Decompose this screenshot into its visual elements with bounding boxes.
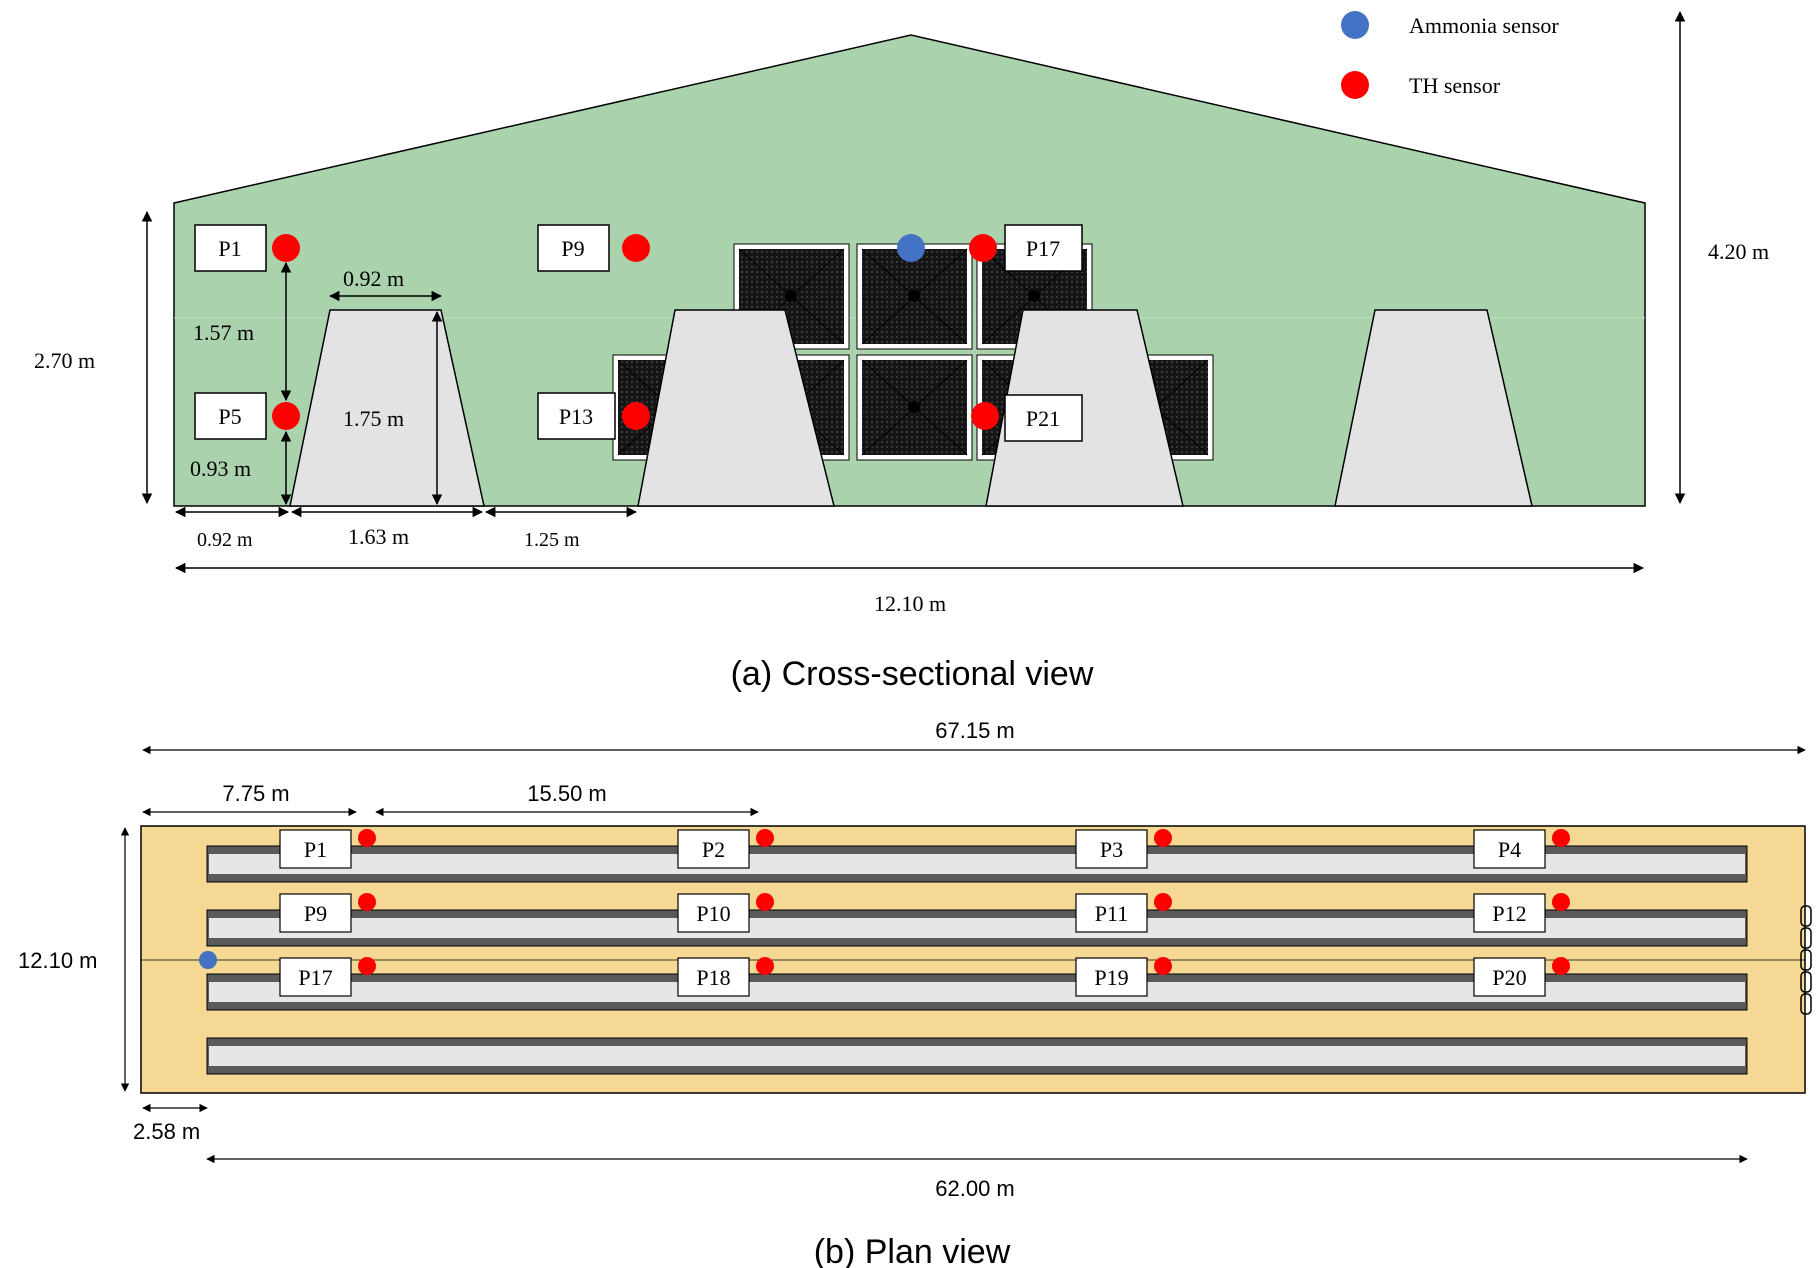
plan-point-label: P4 <box>1498 837 1521 862</box>
plan-point-label: P20 <box>1492 965 1526 990</box>
plan-point-label: P19 <box>1094 965 1128 990</box>
vert-gap-label: 1.57 m <box>193 320 254 345</box>
end-door <box>1800 905 1812 1015</box>
bed-length-label: 62.00 m <box>935 1176 1015 1201</box>
cross-section-view: Ammonia sensor TH sensor 4.20 m 2.70 m P… <box>34 10 1769 693</box>
plan-th-sensor <box>358 829 376 847</box>
th-sensor-p9 <box>622 234 650 262</box>
plan-point-box <box>1075 957 1148 997</box>
plan-point-label: P10 <box>696 901 730 926</box>
th-sensor-legend-label: TH sensor <box>1409 73 1501 98</box>
th-sensor-p13 <box>622 402 650 430</box>
point-label-p13: P13 <box>559 404 593 429</box>
plan-point-label: P2 <box>702 837 725 862</box>
left-offset-label: 2.58 m <box>133 1119 200 1144</box>
plan-total-length-label: 67.15 m <box>935 718 1015 743</box>
fan-unit <box>856 243 973 350</box>
point-label-p5: P5 <box>218 404 241 429</box>
point-label-p1: P1 <box>218 236 241 261</box>
plan-point-label: P9 <box>304 901 327 926</box>
plan-ammonia-sensor <box>199 951 217 969</box>
plan-th-sensor <box>1552 829 1570 847</box>
plan-th-sensor <box>1552 957 1570 975</box>
plan-point-box <box>677 829 750 869</box>
plan-point-label: P17 <box>298 965 332 990</box>
top-width-label: 0.92 m <box>343 266 404 291</box>
th-sensor-p17 <box>969 234 997 262</box>
left-margin-label: 0.92 m <box>197 529 253 551</box>
point-label-p21: P21 <box>1026 406 1060 431</box>
th-sensor-p21 <box>971 402 999 430</box>
plan-th-sensor <box>1154 957 1172 975</box>
plan-th-sensor <box>1154 829 1172 847</box>
plan-th-sensor <box>358 957 376 975</box>
plan-point-label: P1 <box>304 837 327 862</box>
plan-point-box <box>1473 893 1546 933</box>
point-box-p17 <box>1004 224 1083 272</box>
plan-point-box <box>677 893 750 933</box>
point-label-p9: P9 <box>561 236 584 261</box>
point-box-p21 <box>1004 394 1083 442</box>
first-spacing-label: 7.75 m <box>222 781 289 806</box>
bed-height-label: 1.75 m <box>343 406 404 431</box>
plan-point-label: P3 <box>1100 837 1123 862</box>
wall-height-label: 2.70 m <box>34 348 95 373</box>
bed-3 <box>985 309 1184 507</box>
plan-bed-row <box>206 1037 1748 1075</box>
point-box-p5 <box>194 392 267 440</box>
plan-point-label: P18 <box>696 965 730 990</box>
plan-th-sensor <box>756 957 774 975</box>
ammonia-sensor-legend-label: Ammonia sensor <box>1409 13 1559 38</box>
ammonia-sensor-legend-icon <box>1341 11 1369 39</box>
plan-width-label: 12.10 m <box>18 948 98 973</box>
th-sensor-legend-icon <box>1341 71 1369 99</box>
plan-point-box <box>1473 829 1546 869</box>
plan-point-box <box>279 829 352 869</box>
point-box-p13 <box>537 392 616 440</box>
plan-point-box <box>1075 829 1148 869</box>
plan-point-label: P11 <box>1095 901 1128 926</box>
plan-bed-row <box>206 909 1748 947</box>
bed-base-label: 1.63 m <box>348 524 409 549</box>
plan-point-box <box>279 957 352 997</box>
th-sensor-p1 <box>272 234 300 262</box>
spacing-label: 15.50 m <box>527 781 607 806</box>
ammonia-sensor <box>897 234 925 262</box>
low-height-label: 0.93 m <box>190 456 251 481</box>
plan-point-box <box>1473 957 1546 997</box>
aisle-label: 1.25 m <box>524 529 580 551</box>
cross-section-caption: (a) Cross-sectional view <box>731 655 1094 693</box>
point-box-p9 <box>537 224 610 272</box>
total-width-label: 12.10 m <box>874 591 946 616</box>
fan-unit <box>856 354 973 461</box>
bed-2 <box>637 309 835 507</box>
point-label-p17: P17 <box>1026 236 1060 261</box>
plan-point-label: P12 <box>1492 901 1526 926</box>
plan-th-sensor <box>1552 893 1570 911</box>
plan-caption: (b) Plan view <box>814 1233 1011 1268</box>
bed-4 <box>1334 309 1533 507</box>
plan-point-box <box>279 893 352 933</box>
point-box-p1 <box>194 224 267 272</box>
plan-th-sensor <box>358 893 376 911</box>
plan-th-sensor <box>756 893 774 911</box>
height-total-label: 4.20 m <box>1708 239 1769 264</box>
plan-bed-rows <box>206 845 1748 1075</box>
plan-th-sensor <box>1154 893 1172 911</box>
plan-point-box <box>677 957 750 997</box>
plan-point-box <box>1075 893 1148 933</box>
th-sensor-p5 <box>272 402 300 430</box>
plan-th-sensor <box>756 829 774 847</box>
